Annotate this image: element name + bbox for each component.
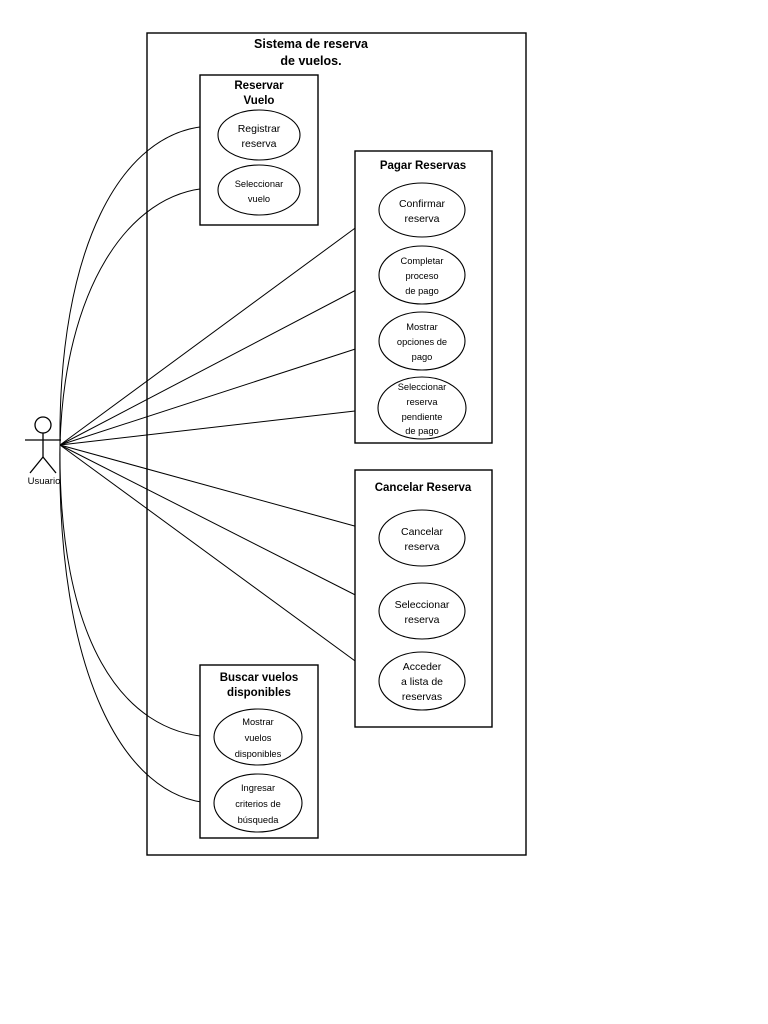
package-buscar-vuelos-disponibles[interactable]: Buscar vuelos disponibles Mostrar vuelos… — [199, 664, 319, 839]
use-case-completar-proceso-de-pago[interactable]: Completar proceso de pago — [378, 245, 466, 305]
assoc-usuario-acceder-a-lista-de-reservas[interactable] — [59, 444, 378, 678]
use-case-seleccionar-reserva-pendiente-line1: Seleccionar — [398, 382, 447, 392]
association-lines-group — [59, 122, 382, 807]
use-case-mostrar-opciones-de-pago-line3: pago — [412, 352, 433, 362]
actor-usuario[interactable]: Usuario — [25, 416, 61, 487]
use-case-acceder-a-lista-de-reservas[interactable]: Acceder a lista de reservas — [378, 651, 466, 711]
use-case-mostrar-opciones-de-pago-line1: Mostrar — [406, 322, 438, 332]
package-reservar-vuelo-title-line1: Reservar — [234, 80, 284, 92]
use-case-confirmar-reserva[interactable]: Confirmar reserva — [378, 182, 466, 238]
use-case-mostrar-vuelos-disponibles-line1: Mostrar — [242, 717, 274, 727]
use-case-seleccionar-reserva-line2: reserva — [404, 614, 439, 626]
assoc-usuario-mostrar-vuelos-disponibles[interactable] — [59, 444, 212, 741]
use-case-seleccionar-reserva-pendiente-line2: reserva — [406, 397, 438, 407]
assoc-usuario-seleccionar-vuelo[interactable] — [59, 184, 211, 446]
assoc-usuario-cancelar-reserva[interactable] — [59, 444, 381, 535]
package-reservar-vuelo-title-line2: Vuelo — [244, 95, 275, 107]
use-case-completar-proceso-de-pago-line1: Completar — [401, 256, 444, 266]
package-pagar-reservas-title: Pagar Reservas — [380, 160, 466, 172]
use-case-registrar-reserva-line1: Registrar — [238, 123, 281, 135]
package-pagar-reservas[interactable]: Pagar Reservas Confirmar reserva Complet… — [354, 150, 493, 444]
system-title-line2: de vuelos. — [280, 54, 341, 68]
package-cancelar-reserva[interactable]: Cancelar Reserva Cancelar reserva Selecc… — [354, 469, 493, 728]
assoc-usuario-seleccionar-reserva[interactable] — [59, 444, 380, 608]
use-case-mostrar-opciones-de-pago-line2: opciones de — [397, 337, 447, 347]
use-case-confirmar-reserva-line1: Confirmar — [399, 198, 446, 210]
assoc-usuario-confirmar-reserva[interactable] — [59, 211, 378, 446]
use-case-seleccionar-vuelo-line2: vuelo — [248, 194, 270, 204]
use-case-mostrar-vuelos-disponibles-line2: vuelos — [245, 733, 272, 743]
use-case-mostrar-vuelos-disponibles-line3: disponibles — [235, 749, 282, 759]
use-case-acceder-a-lista-de-reservas-line1: Acceder — [403, 661, 442, 673]
assoc-usuario-seleccionar-reserva-pendiente[interactable] — [59, 405, 382, 446]
use-case-seleccionar-vuelo-line1: Seleccionar — [235, 179, 284, 189]
assoc-usuario-mostrar-opciones-de-pago[interactable] — [59, 340, 381, 446]
assoc-usuario-ingresar-criterios-de-busqueda[interactable] — [59, 444, 212, 807]
use-case-seleccionar-reserva-line1: Seleccionar — [395, 599, 450, 611]
use-case-completar-proceso-de-pago-line3: de pago — [405, 286, 439, 296]
use-case-seleccionar-vuelo[interactable]: Seleccionar vuelo — [217, 164, 301, 216]
use-case-cancelar-reserva[interactable]: Cancelar reserva — [378, 509, 466, 567]
stick-figure-actor-icon — [25, 416, 61, 474]
use-case-seleccionar-reserva-pendiente-line3: pendiente — [402, 412, 443, 422]
actor-label: Usuario — [28, 476, 61, 487]
package-reservar-vuelo[interactable]: Reservar Vuelo Registrar reserva Selecci… — [199, 74, 319, 226]
use-case-confirmar-reserva-line2: reserva — [404, 213, 439, 225]
use-case-seleccionar-reserva-pendiente-de-pago[interactable]: Seleccionar reserva pendiente de pago — [377, 376, 467, 440]
use-case-cancelar-reserva-line1: Cancelar — [401, 526, 444, 538]
use-case-registrar-reserva[interactable]: Registrar reserva — [217, 109, 301, 161]
use-case-mostrar-opciones-de-pago[interactable]: Mostrar opciones de pago — [378, 311, 466, 371]
use-case-cancelar-reserva-line2: reserva — [404, 541, 439, 553]
package-cancelar-reserva-title: Cancelar Reserva — [375, 482, 472, 494]
use-case-acceder-a-lista-de-reservas-line3: reservas — [402, 691, 442, 703]
use-case-mostrar-vuelos-disponibles[interactable]: Mostrar vuelos disponibles — [213, 708, 303, 766]
use-case-ingresar-criterios-de-busqueda[interactable]: Ingresar criterios de búsqueda — [213, 773, 303, 833]
use-case-ingresar-criterios-line1: Ingresar — [241, 783, 275, 793]
assoc-usuario-completar-proceso-de-pago[interactable] — [59, 277, 380, 446]
use-case-registrar-reserva-line2: reserva — [241, 138, 276, 150]
use-case-ingresar-criterios-line2: criterios de — [235, 799, 280, 809]
use-case-ingresar-criterios-line3: búsqueda — [238, 815, 280, 825]
system-title-line1: Sistema de reserva — [254, 37, 369, 51]
assoc-usuario-registrar-reserva[interactable] — [59, 122, 211, 446]
use-case-acceder-a-lista-de-reservas-line2: a lista de — [401, 676, 443, 688]
use-case-completar-proceso-de-pago-line2: proceso — [405, 271, 438, 281]
use-case-seleccionar-reserva-pendiente-line4: de pago — [405, 426, 439, 436]
use-case-seleccionar-reserva[interactable]: Seleccionar reserva — [378, 582, 466, 640]
package-buscar-vuelos-title-line2: disponibles — [227, 687, 291, 699]
package-buscar-vuelos-title-line1: Buscar vuelos — [220, 672, 299, 684]
